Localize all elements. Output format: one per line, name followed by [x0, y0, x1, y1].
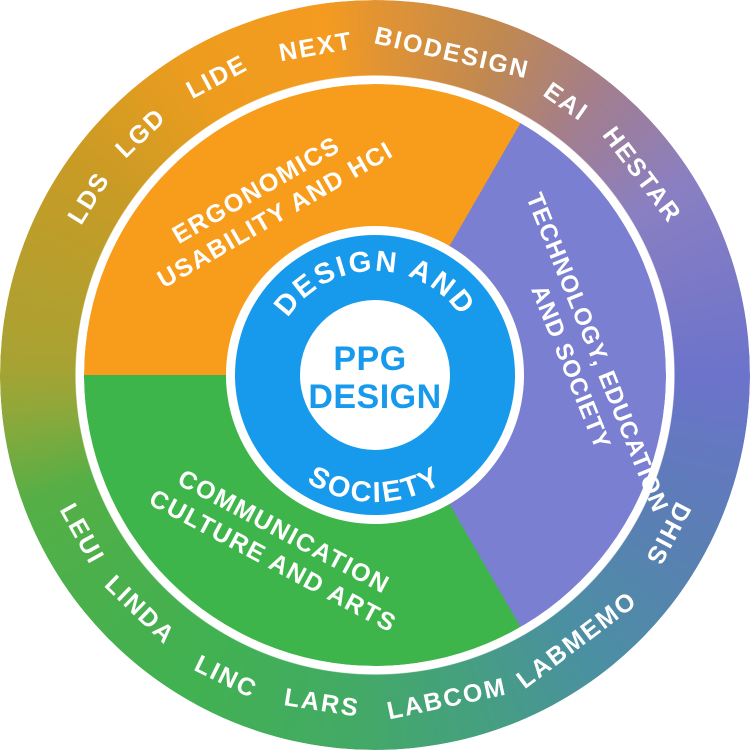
outer-label-labcom: LABCOM	[385, 673, 510, 726]
center-title: PPG DESIGN	[308, 340, 441, 416]
outer-label-leui: LEUI	[54, 499, 110, 569]
center-circle	[300, 300, 450, 450]
sector-label-technology: TECHNOLOGY, EDUCATION AND SOCIETY	[493, 189, 677, 534]
inner-ring-bottom-text: SOCIETY	[303, 460, 447, 509]
outer-label-linda: LINDA	[99, 570, 181, 650]
outer-label-biodesign: BIODESIGN	[372, 22, 533, 85]
outer-label-hestar: HESTAR	[597, 121, 687, 228]
outer-label-labmemo: LABMEMO	[511, 586, 642, 695]
outer-label-eai: EAI	[538, 77, 593, 127]
outer-label-lars: LARS	[282, 683, 362, 723]
outer-label-next: NEXT	[277, 27, 355, 68]
outer-label-linc: LINC	[190, 650, 262, 704]
inner-ring-top-text: DESIGN AND	[268, 245, 482, 322]
outer-label-lgd: LGD	[110, 103, 172, 164]
outer-label-lide: LIDE	[182, 49, 252, 104]
outer-label-lds: LDS	[62, 167, 115, 229]
